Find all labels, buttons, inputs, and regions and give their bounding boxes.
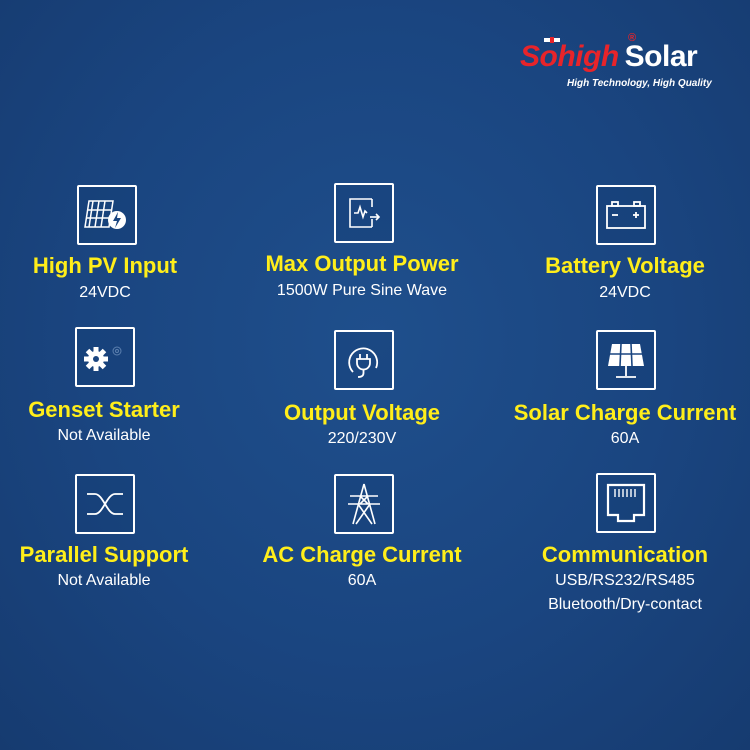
feature-title: Output Voltage <box>283 400 441 425</box>
battery-icon <box>596 185 656 245</box>
brand-tagline: High Technology, High Quality <box>567 78 712 89</box>
plug-icon <box>334 330 394 390</box>
power-output-icon <box>334 183 394 243</box>
feature-communication: Communication USB/RS232/RS485 Bluetooth/… <box>500 473 750 623</box>
feature-max-output-power: Max Output Power 1500W Pure Sine Wave <box>237 183 487 303</box>
feature-value: 24VDC <box>79 284 131 301</box>
feature-title: Max Output Power <box>265 251 459 276</box>
feature-title: Parallel Support <box>19 542 189 567</box>
feature-value: 60A <box>347 572 377 589</box>
parallel-arrows-icon <box>75 474 135 534</box>
solar-panel-charge-icon <box>77 185 137 245</box>
feature-title: High PV Input <box>32 253 178 278</box>
gear-icon <box>75 327 135 387</box>
feature-value: 60A <box>610 430 640 447</box>
feature-value: 1500W Pure Sine Wave <box>276 282 448 299</box>
feature-value: Not Available <box>57 427 151 444</box>
registered-mark: ® <box>628 32 637 44</box>
brand-name-part2: Solar <box>624 40 698 73</box>
feature-value-line2: Bluetooth/Dry-contact <box>548 596 702 613</box>
feature-value: 24VDC <box>599 284 651 301</box>
solar-panel-icon <box>596 330 656 390</box>
feature-solar-charge-current: Solar Charge Current 60A <box>500 330 750 450</box>
feature-title: Genset Starter <box>28 397 180 422</box>
ethernet-port-icon <box>596 473 656 533</box>
brand-name-part1: Sohigh <box>520 40 619 73</box>
feature-title: Communication <box>541 542 709 567</box>
feature-title: AC Charge Current <box>262 542 462 567</box>
feature-title: Battery Voltage <box>545 253 705 278</box>
feature-title: Solar Charge Current <box>513 400 737 425</box>
feature-ac-charge-current: AC Charge Current 60A <box>237 474 487 594</box>
feature-value: Not Available <box>57 572 151 589</box>
feature-genset-starter: Genset Starter Not Available <box>0 327 229 447</box>
feature-battery-voltage: Battery Voltage 24VDC <box>500 185 750 305</box>
satellite-icon <box>544 37 560 43</box>
feature-value: 220/230V <box>327 430 397 447</box>
feature-value: USB/RS232/RS485 <box>555 572 695 589</box>
feature-parallel-support: Parallel Support Not Available <box>0 474 229 594</box>
feature-output-voltage: Output Voltage 220/230V <box>237 330 487 450</box>
feature-high-pv-input: High PV Input 24VDC <box>0 185 230 305</box>
transmission-tower-icon <box>334 474 394 534</box>
